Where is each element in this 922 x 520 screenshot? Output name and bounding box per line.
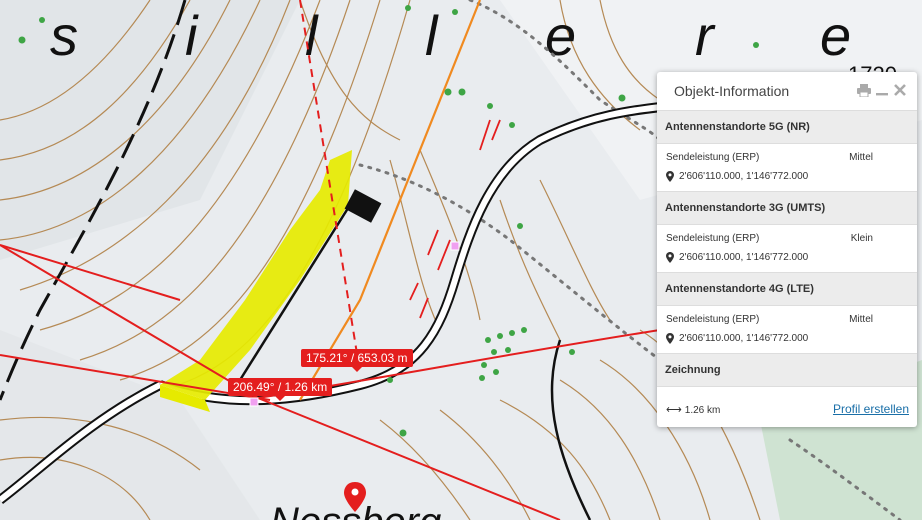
close-icon[interactable]: [893, 84, 907, 98]
location-pin-icon[interactable]: [344, 482, 366, 512]
region-name-letters: s i l l e r e: [50, 4, 851, 67]
coordinate-row[interactable]: 2'606'110.000, 1'146'772.000: [666, 333, 909, 344]
attribute-value: Mittel: [849, 314, 873, 325]
object-info-panel: Objekt-Information Antennenstandorte 5G …: [657, 72, 917, 427]
red-markings: [409, 119, 501, 319]
coordinates-text: 2'606'110.000, 1'146'772.000: [679, 171, 809, 182]
boundary-line: [0, 0, 187, 401]
length-arrow-icon: ⟷: [666, 403, 682, 416]
letter-s: s: [50, 4, 78, 67]
drawing-length: ⟷1.26 km: [666, 403, 720, 416]
drawing-length-value: 1.26 km: [684, 404, 721, 416]
poi-marker[interactable]: [450, 241, 460, 251]
highlighted-strip: [160, 385, 210, 412]
main-road-west: [0, 382, 162, 503]
highlighted-area: [160, 150, 352, 400]
minor-road: [550, 339, 592, 520]
measure-line-north: [0, 244, 181, 301]
section-header-3g[interactable]: Antennenstandorte 3G (UMTS): [657, 192, 917, 225]
cable-line: [238, 204, 352, 381]
place-label: Nessberg: [270, 500, 441, 520]
section-body-5g: Sendeleistung (ERP) Mittel 2'606'110.000…: [657, 144, 917, 192]
measure-line-west: [0, 354, 271, 401]
coordinates-text: 2'606'110.000, 1'146'772.000: [679, 333, 809, 344]
coordinate-row[interactable]: 2'606'110.000, 1'146'772.000: [666, 252, 909, 263]
letter-i: i: [185, 4, 199, 67]
letter-r: r: [695, 4, 716, 67]
letter-e-2: e: [820, 4, 851, 67]
measure-line-dashed: [299, 0, 359, 361]
section-body-4g: Sendeleistung (ERP) Mittel 2'606'110.000…: [657, 306, 917, 354]
coordinates-text: 2'606'110.000, 1'146'772.000: [679, 252, 809, 263]
letter-l: l: [305, 4, 319, 67]
print-icon[interactable]: [857, 84, 871, 98]
main-road: [158, 102, 681, 404]
attribute-row: Sendeleistung (ERP) Mittel: [666, 314, 909, 325]
tree-dots: [18, 5, 759, 437]
letter-l-2: l: [425, 4, 439, 67]
attribute-row: Sendeleistung (ERP) Klein: [666, 233, 909, 244]
measurement-label-dashed: 175.21° / 653.03 m: [301, 349, 413, 372]
section-header-4g[interactable]: Antennenstandorte 4G (LTE): [657, 273, 917, 306]
attribute-value: Mittel: [849, 152, 873, 163]
section-body-3g: Sendeleistung (ERP) Klein 2'606'110.000,…: [657, 225, 917, 273]
attribute-value: Klein: [850, 233, 873, 244]
panel-title: Objekt-Information: [674, 83, 790, 99]
coordinate-row[interactable]: 2'606'110.000, 1'146'772.000: [666, 171, 909, 182]
attribute-label: Sendeleistung (ERP): [666, 152, 760, 163]
map-marker-icon: [666, 333, 674, 344]
panel-tools: [857, 84, 907, 98]
section-header-5g[interactable]: Antennenstandorte 5G (NR): [657, 111, 917, 144]
building-antenna-site[interactable]: [344, 189, 382, 223]
panel-header: Objekt-Information: [657, 72, 917, 111]
poi-marker[interactable]: [249, 397, 259, 407]
terrain-shade: [0, 0, 300, 260]
map-marker-icon: [666, 252, 674, 263]
attribute-label: Sendeleistung (ERP): [666, 314, 760, 325]
minimize-icon[interactable]: [875, 84, 889, 98]
create-profile-link[interactable]: Profil erstellen: [832, 402, 909, 416]
terrain-shade: [0, 330, 260, 520]
map-marker-icon: [666, 171, 674, 182]
footpaths: [358, 0, 902, 520]
attribute-label: Sendeleistung (ERP): [666, 233, 760, 244]
letter-e: e: [545, 4, 576, 67]
attribute-row: Sendeleistung (ERP) Mittel: [666, 152, 909, 163]
measurement-label-solid: 206.49° / 1.26 km: [228, 378, 333, 401]
drawing-body: ⟷1.26 km Profil erstellen: [657, 387, 917, 416]
section-header-drawing[interactable]: Zeichnung: [657, 354, 917, 387]
